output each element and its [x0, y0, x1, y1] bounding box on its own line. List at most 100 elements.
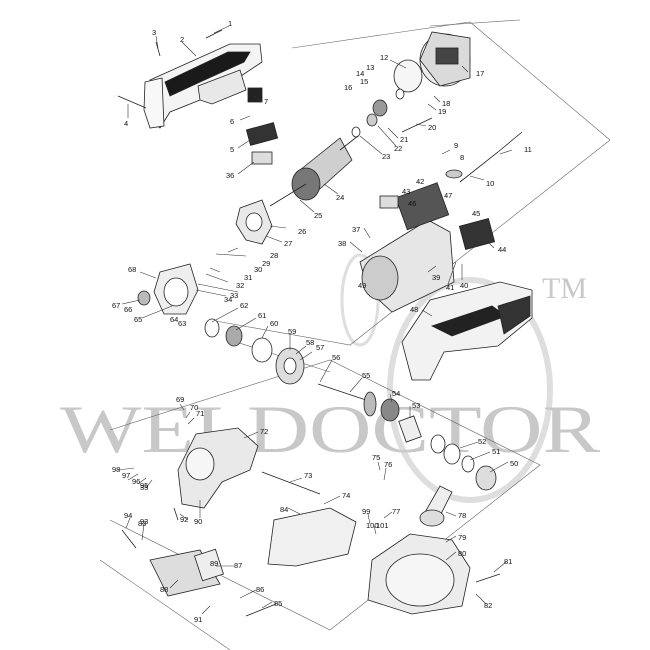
part-label: 46 [408, 199, 416, 208]
part-bearing [380, 398, 400, 422]
part-label: 17 [476, 69, 484, 78]
part-dust-nozzle [419, 485, 453, 527]
part-label: 7 [264, 97, 268, 106]
part-bracket [251, 151, 273, 165]
part-label: 36 [226, 171, 234, 180]
part-label: 55 [362, 371, 370, 380]
part-label: 69 [176, 395, 184, 404]
watermark: WELDOCTOR TM [60, 253, 601, 503]
part-label: 19 [438, 107, 446, 116]
part-label: 80 [458, 549, 466, 558]
part-label: 28 [270, 251, 278, 260]
part-plate [245, 122, 279, 146]
part-label: 5 [230, 145, 234, 154]
part-label: 45 [472, 209, 480, 218]
part-switch [247, 87, 263, 103]
part-label: 77 [392, 507, 400, 516]
part-flange [275, 347, 305, 385]
part-label: 3 [152, 28, 156, 37]
part-label: 52 [478, 437, 486, 446]
part-label: 39 [432, 273, 440, 282]
part-label: 93 [140, 517, 148, 526]
part-label: 30 [254, 265, 262, 274]
part-label: 94 [124, 511, 132, 520]
part-label: 33 [230, 291, 238, 300]
part-screw [205, 29, 223, 39]
watermark-text: WELDOCTOR [60, 391, 601, 467]
part-washer [366, 113, 378, 127]
part-label: 18 [442, 99, 450, 108]
part-label: 50 [510, 459, 518, 468]
part-label: 31 [244, 273, 252, 282]
part-label: 38 [338, 239, 346, 248]
part-label: 11 [524, 145, 532, 154]
part-label: 85 [274, 599, 282, 608]
part-label: 4 [124, 119, 128, 128]
part-label: 22 [394, 144, 402, 153]
part-label: 78 [458, 511, 466, 520]
part-label: 49 [358, 281, 366, 290]
part-label: 23 [382, 152, 390, 161]
part-washer [443, 443, 461, 465]
part-cord-guard [445, 169, 463, 179]
part-label: 43 [402, 187, 410, 196]
part-spindle [317, 383, 377, 417]
part-label: 42 [416, 177, 424, 186]
part-washer [461, 455, 475, 473]
part-nut [475, 465, 497, 491]
part-label: 89 [210, 559, 218, 568]
part-label: 58 [306, 338, 314, 347]
part-cord [459, 131, 523, 183]
part-label: 99 [362, 507, 370, 516]
part-screw [121, 529, 137, 549]
part-motor-housing [393, 31, 471, 93]
part-label: 70 [190, 403, 198, 412]
part-bearing [225, 325, 243, 347]
part-label: 40 [460, 281, 468, 290]
part-label: 92 [180, 515, 188, 524]
part-label: 20 [428, 123, 436, 132]
part-label: 91 [194, 615, 202, 624]
part-label: 65 [134, 315, 142, 324]
part-label: 25 [314, 211, 322, 220]
part-label: 16 [344, 83, 352, 92]
part-label: 76 [384, 460, 392, 469]
part-label: 84 [280, 505, 288, 514]
part-label: 90 [194, 517, 202, 526]
part-label: 37 [352, 225, 360, 234]
part-shaft [261, 471, 321, 495]
part-screw [173, 507, 179, 521]
part-label: 63 [178, 319, 186, 328]
part-label: 56 [332, 353, 340, 362]
part-label: 1 [228, 19, 232, 28]
part-screw [245, 603, 277, 617]
part-label: 24 [336, 193, 344, 202]
part-blade-guard-upper [177, 427, 259, 509]
part-washer [351, 126, 361, 138]
part-screw [117, 95, 147, 109]
parts-group [117, 29, 533, 617]
part-label: 96 [132, 477, 140, 486]
part-label: 75 [372, 453, 380, 462]
part-bearing [372, 99, 388, 117]
leader-lines [117, 25, 513, 615]
part-label: 14 [356, 69, 364, 78]
part-label: 32 [236, 281, 244, 290]
part-label: 54 [392, 389, 400, 398]
part-label: 13 [366, 63, 374, 72]
part-label: 64 [170, 315, 178, 324]
part-label: 88 [160, 585, 168, 594]
assembly-frames [99, 19, 611, 650]
part-label: 62 [240, 301, 248, 310]
part-label: 57 [316, 343, 324, 352]
part-label: 79 [458, 533, 466, 542]
part-label: 12 [380, 53, 388, 62]
part-label: 48 [410, 305, 418, 314]
part-label: 66 [124, 305, 132, 314]
part-field-housing [359, 182, 455, 313]
part-label: 60 [270, 319, 278, 328]
part-label: 2 [180, 35, 184, 44]
part-number-labels: 1 2 3 4 5 6 7 8 9 10 11 12 13 14 15 16 1… [112, 19, 532, 624]
part-label: 26 [298, 227, 306, 236]
part-label: 51 [492, 447, 500, 456]
